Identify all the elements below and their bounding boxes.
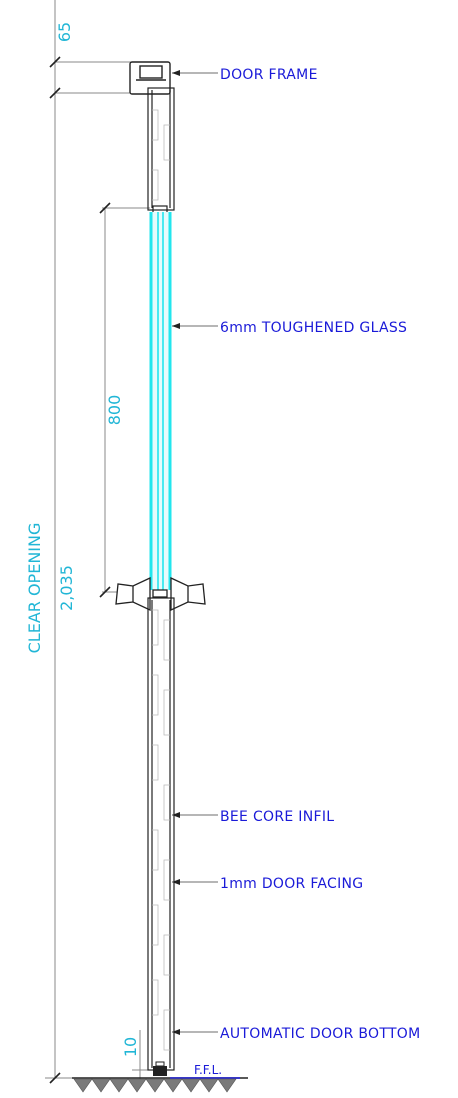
- bee-core-lower: [152, 609, 170, 1051]
- label-door-facing: 1mm DOOR FACING: [220, 876, 363, 892]
- dim-bottom-gap: 10: [121, 1037, 140, 1057]
- label-bee-core: BEE CORE INFIL: [220, 809, 334, 825]
- automatic-door-bottom: [153, 1061, 167, 1076]
- door-frame-head: [129, 61, 171, 95]
- dim-clear-opening-value: 2,035: [57, 565, 76, 611]
- bee-core-upper: [152, 109, 170, 201]
- dim-clear-opening-label: CLEAR OPENING: [25, 523, 44, 654]
- dim-frame-height: 65: [55, 22, 74, 42]
- door-leaf-upper: [147, 87, 175, 214]
- dimension-lines: [45, 0, 150, 1080]
- glass-panel: [149, 212, 172, 590]
- label-door-frame: DOOR FRAME: [220, 67, 318, 83]
- glazing-beads: [115, 576, 206, 612]
- label-glass: 6mm TOUGHENED GLASS: [220, 320, 407, 336]
- leader-lines: [172, 72, 218, 1033]
- dimension-ticks: [49, 56, 111, 1084]
- dim-glass-height: 800: [105, 395, 124, 426]
- leader-arrowheads: [172, 70, 180, 1035]
- label-door-bottom: AUTOMATIC DOOR BOTTOM: [220, 1026, 421, 1042]
- finished-floor: [72, 1077, 248, 1093]
- label-ffl: F.F.L.: [194, 1063, 222, 1077]
- door-leaf-lower: [147, 597, 175, 1071]
